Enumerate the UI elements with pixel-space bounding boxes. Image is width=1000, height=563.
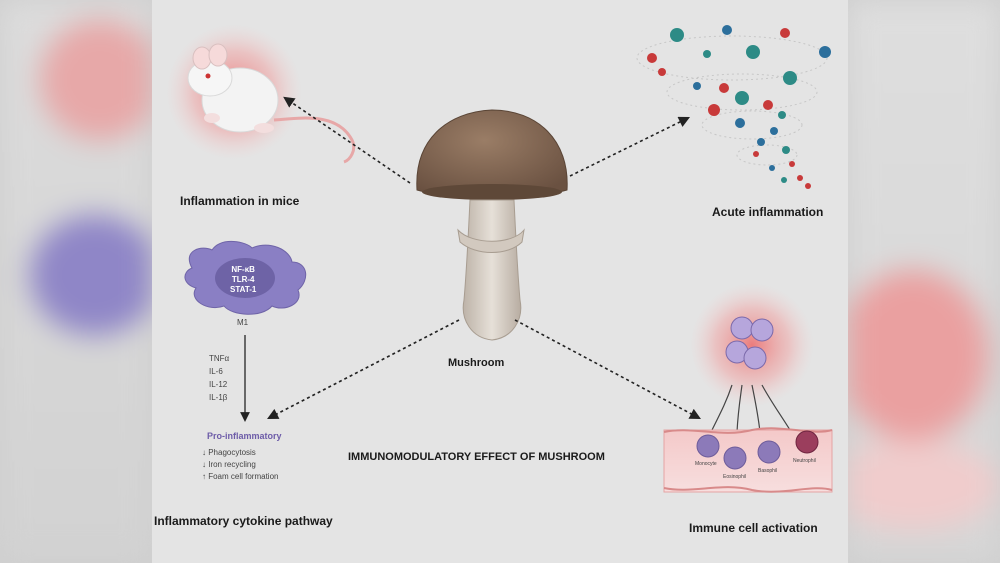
right-blurred-margin (848, 0, 1000, 563)
marker-stat1: STAT-1 (230, 285, 257, 294)
diagram-panel: Inflammation in mice Acute inflammation … (152, 0, 848, 563)
left-blurred-margin (0, 0, 152, 563)
label-inflammation-mice: Inflammation in mice (180, 194, 300, 208)
label-acute-inflammation: Acute inflammation (712, 205, 824, 219)
macrophage-markers: NF-κB TLR-4 STAT-1 (230, 265, 256, 295)
immune-activation-illustration (663, 283, 833, 493)
blurred-tissue (848, 440, 998, 530)
marker-nfkb: NF-κB (231, 265, 255, 274)
connector-arrows (267, 96, 701, 420)
cell-label-neutrophil: Neutrophil (793, 458, 816, 464)
macrophage-effects: ↓ Phagocytosis ↓ Iron recycling ↑ Foam c… (202, 447, 278, 483)
cytokine-tnfa: TNFα (209, 354, 230, 363)
effect-iron-recycling: ↓ Iron recycling (202, 460, 256, 469)
blurred-glow (40, 20, 152, 140)
effect-phagocytosis: ↓ Phagocytosis (202, 448, 256, 457)
macrophage-type: M1 (237, 318, 249, 327)
cytokine-list: TNFα IL-6 IL-12 IL-1β (209, 352, 229, 404)
acute-inflammation-illustration (636, 25, 831, 189)
diagram-graphics (166, 24, 833, 493)
pro-inflammatory-label: Pro-inflammatory (207, 431, 282, 441)
cell-label-basophil: Basophil (758, 468, 778, 474)
diagram-title: IMMUNOMODULATORY EFFECT OF MUSHROOM (348, 451, 605, 463)
cell-label-eosinophil: Eosinophil (723, 474, 747, 480)
blurred-macrophage (30, 215, 152, 335)
marker-tlr4: TLR-4 (231, 275, 255, 284)
effect-foam-cell: ↑ Foam cell formation (202, 472, 279, 481)
cytokine-il1b: IL-1β (209, 393, 228, 402)
macrophage-illustration (184, 241, 307, 315)
cytokine-il6: IL-6 (209, 367, 223, 376)
mouse-illustration (166, 24, 356, 164)
mushroom-illustration (416, 109, 568, 341)
cytokine-il12: IL-12 (209, 380, 228, 389)
cell-label-monocyte: Monocyte (695, 461, 717, 467)
blurred-glow (848, 270, 988, 440)
label-cytokine-pathway: Inflammatory cytokine pathway (154, 514, 333, 528)
label-immune-activation: Immune cell activation (689, 521, 818, 535)
label-mushroom: Mushroom (448, 357, 505, 369)
